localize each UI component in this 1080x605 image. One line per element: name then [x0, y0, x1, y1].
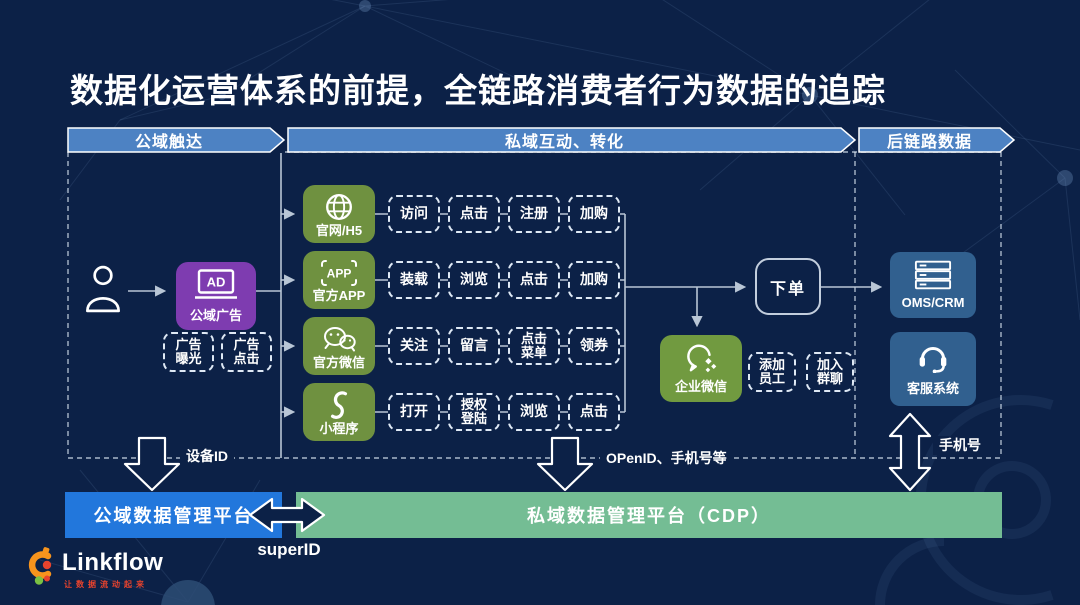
band-private-conversion: 私域互动、转化 [504, 134, 624, 151]
openid-down-arrow [536, 436, 594, 492]
channel-label: 官方APP [312, 287, 366, 303]
page-title: 数据化运营体系的前提，全链路消费者行为数据的追踪 [70, 72, 886, 109]
linkflow-tagline: 让数据流动起来 [64, 580, 148, 589]
channel-label: 官网/H5 [315, 222, 363, 238]
wecom-box: 企业微信 [660, 335, 742, 402]
wecom-icon [687, 344, 717, 372]
wechat-icon [324, 326, 356, 351]
phone-double-arrow [888, 412, 932, 492]
event-box: 点击 菜单 [508, 327, 560, 365]
service-system-label: 客服系统 [906, 381, 959, 396]
event-box: 加购 [568, 195, 620, 233]
private-cdp-bar: 私域数据管理平台（CDP） [296, 492, 1002, 538]
event-box: 点击 [508, 261, 560, 299]
oms-crm-box: OMS/CRM [890, 252, 976, 318]
event-box: 浏览 [448, 261, 500, 299]
event-box: 点击 [448, 195, 500, 233]
channel-label: 小程序 [319, 420, 359, 436]
globe-icon [326, 193, 352, 220]
event-box: 领券 [568, 327, 620, 365]
event-box-add-staff: 添加 员工 [748, 352, 796, 392]
device-id-down-arrow [123, 436, 181, 492]
channel-box-miniprogram: 小程序 [303, 383, 375, 441]
order-box: 下单 [755, 258, 821, 315]
event-box: 留言 [448, 327, 500, 365]
band-backend-data: 后链路数据 [886, 134, 972, 151]
ad-display-icon: AD [195, 268, 237, 299]
channel-box-website: 官网/H5 [303, 185, 375, 243]
event-box: 浏览 [508, 393, 560, 431]
event-box: 点击 [568, 393, 620, 431]
app-icon-text: APP [327, 266, 352, 280]
ad-icon-text: AD [207, 274, 226, 289]
event-box: 授权 登陆 [448, 393, 500, 431]
headset-icon [919, 347, 947, 373]
ad-box-label: 公域广告 [189, 307, 242, 323]
corner-node-dot [161, 580, 215, 605]
event-box: 关注 [388, 327, 440, 365]
band-public-reach: 公域触达 [134, 134, 203, 151]
miniprogram-icon [330, 390, 348, 419]
device-id-label: 设备ID [180, 447, 234, 467]
wecom-label: 企业微信 [674, 378, 727, 394]
event-box: 加购 [568, 261, 620, 299]
oms-crm-label: OMS/CRM [901, 295, 965, 310]
event-box: 装载 [388, 261, 440, 299]
channel-label: 官方微信 [312, 354, 365, 370]
public-ad-box: AD 公域广告 [176, 262, 256, 330]
event-box: 打开 [388, 393, 440, 431]
app-icon: APP [321, 259, 357, 286]
linkflow-logo-text: Linkflow [62, 549, 164, 576]
event-box-ad-exposure: 广告 曝光 [163, 332, 214, 372]
service-system-box: 客服系统 [890, 332, 976, 406]
public-dmp-bar: 公域数据管理平台 [65, 492, 282, 538]
event-box-ad-click: 广告 点击 [221, 332, 272, 372]
event-box: 访问 [388, 195, 440, 233]
phone-label: 手机号 [933, 436, 987, 456]
server-icon [914, 260, 952, 290]
event-box-join-group: 加入 群聊 [806, 352, 854, 392]
channel-box-wechat: 官方微信 [303, 317, 375, 375]
linkflow-logo-icon [28, 547, 52, 585]
superid-label: superID [257, 540, 321, 559]
user-icon [86, 265, 120, 313]
openid-label: OPenID、手机号等 [600, 449, 733, 469]
channel-box-app: APP 官方APP [303, 251, 375, 309]
event-box: 注册 [508, 195, 560, 233]
